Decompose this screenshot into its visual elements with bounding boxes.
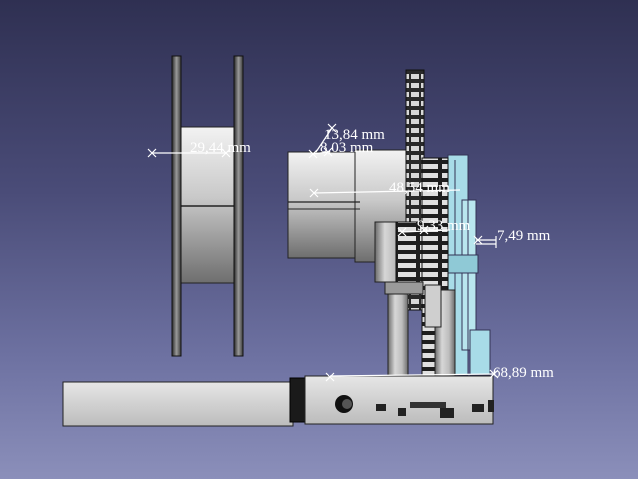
- dim-mark-hub-a: [327, 123, 337, 133]
- base-plate[interactable]: [62, 375, 494, 427]
- frame-detail: [447, 254, 479, 274]
- rod-clip: [424, 284, 442, 328]
- base-slot-5: [472, 404, 484, 412]
- pinion-gear: [395, 221, 423, 287]
- base-left-section: [62, 381, 294, 427]
- dim-mark-gear: [397, 225, 429, 237]
- support-rods[interactable]: [384, 281, 456, 379]
- dim-mark-spool-b: [221, 148, 231, 158]
- rod-block: [384, 281, 424, 295]
- dim-line-gear: [401, 229, 451, 233]
- motor-body: [287, 151, 361, 259]
- base-slot-6: [488, 400, 494, 412]
- dim-line-hub-b: [311, 151, 329, 155]
- dimension-label-side-width[interactable]: 7,49 mm: [497, 228, 551, 244]
- spool-flange-right: [233, 55, 244, 357]
- dimension-label-base-length[interactable]: 68,89 mm: [493, 365, 554, 381]
- dim-mark-base-a: [325, 372, 335, 382]
- dimension-lines: [147, 123, 499, 382]
- dimension-label-hub-length[interactable]: 48,54 mm: [389, 180, 450, 196]
- dim-line-side: [476, 236, 497, 248]
- dimension-label-gear-offset[interactable]: 9,33 mm: [417, 218, 471, 234]
- base-slot-4: [440, 408, 454, 418]
- frame-plate-2: [461, 199, 477, 351]
- dimension-label-hub-height-a[interactable]: 13,84 mm: [324, 127, 385, 143]
- dim-mark-base-b: [489, 369, 499, 379]
- frame-bracket: [469, 329, 491, 376]
- base-slot-3: [410, 402, 446, 408]
- spool-flange-left: [171, 55, 182, 357]
- motor-housing[interactable]: [287, 149, 410, 283]
- dimension-label-hub-height-b[interactable]: 8,03 mm: [320, 140, 374, 156]
- dim-line-hub-length: [313, 189, 461, 194]
- dim-mark-side: [473, 235, 483, 245]
- base-right-section: [304, 375, 494, 425]
- dim-line-base: [329, 373, 495, 377]
- dim-mark-hub-b: [308, 147, 333, 159]
- base-slot-2: [398, 408, 406, 416]
- dim-line-hub-a: [315, 127, 333, 153]
- spool[interactable]: [171, 55, 244, 357]
- base-slot-1: [376, 404, 386, 411]
- dimension-label-spool-diameter[interactable]: 29,44 mm: [190, 140, 251, 156]
- rod-left: [387, 289, 409, 379]
- dim-mark-hub-length: [309, 188, 319, 198]
- dim-mark-spool-a: [147, 148, 157, 158]
- base-hole-inner: [342, 399, 352, 409]
